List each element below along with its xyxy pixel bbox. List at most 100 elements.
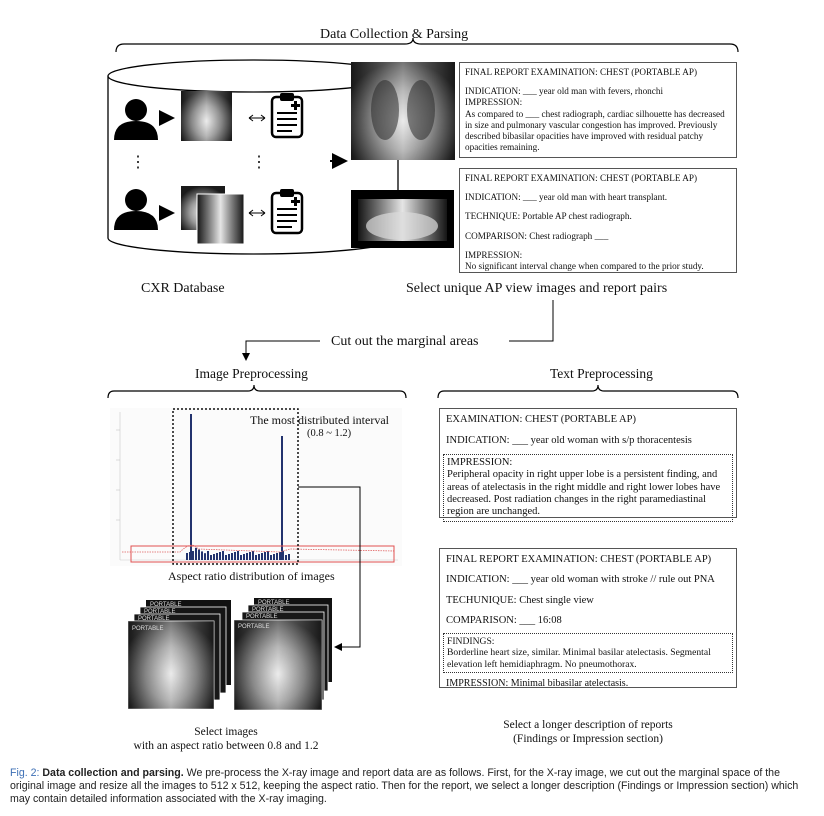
histogram-bar [228, 554, 230, 560]
report-card-1: FINAL REPORT EXAMINATION: CHEST (PORTABL… [459, 62, 737, 158]
histogram-bar [210, 555, 212, 560]
histogram-bar [195, 547, 197, 560]
histogram-bar [273, 554, 275, 560]
histogram-bar [222, 551, 224, 560]
histogram-bar-peak [190, 414, 192, 560]
report-technique: TECHNIQUE: Portable AP chest radiograph. [465, 211, 632, 222]
ellipsis-right: ⋮ [251, 154, 267, 171]
selected-xray-stack-left: PORTABLE PORTABLE PORTABLE PORTABLE [127, 600, 231, 710]
histogram-bar [189, 552, 191, 560]
report-header: FINAL REPORT EXAMINATION: CHEST (PORTABL… [465, 67, 698, 77]
xray-ap-image-2 [351, 190, 454, 248]
cxr-database-cylinder [107, 59, 399, 255]
brace-text-pre [437, 384, 739, 399]
report-impression-label: IMPRESSION: [465, 249, 523, 260]
svg-text:PORTABLE: PORTABLE [258, 600, 289, 606]
tp-findings-highlight: FINDINGS: Borderline heart size, similar… [443, 632, 733, 674]
title-image-preprocessing: Image Preprocessing [195, 366, 308, 381]
interval-label: (0.8 ~ 1.2) [307, 428, 352, 439]
title-select-pairs: Select unique AP view images and report … [406, 281, 668, 296]
tp-technique: TECHUNIQUE: Chest single view [446, 594, 594, 606]
histogram-bar [207, 551, 209, 560]
histogram-bar [279, 552, 281, 560]
histogram-bar [192, 551, 194, 560]
histogram-bar [204, 553, 206, 560]
histogram-bar [234, 552, 236, 560]
figure-caption-bold: Data collection and parsing. [42, 767, 184, 779]
ellipsis-left: ⋮ [130, 154, 146, 171]
histogram-bar [282, 551, 284, 560]
brace-image-pre [107, 384, 407, 399]
select-images-caption: Select images with an aspect ratio betwe… [0, 725, 452, 753]
tp-impression-label: IMPRESSION: [447, 456, 513, 468]
selected-xray-stack-right: PORTABLE PORTABLE PORTABLE PORTABLE [233, 598, 332, 711]
tp-impression: IMPRESSION: Minimal bibasilar atelectasi… [446, 678, 629, 690]
title-data-collection: Data Collection & Parsing [320, 27, 469, 42]
brace-data-collection [115, 37, 739, 53]
histogram-bar [186, 553, 188, 560]
histogram-bar [267, 551, 269, 560]
report-indication: INDICATION: ___ year old man with heart … [465, 192, 668, 203]
histogram-bar [276, 553, 278, 560]
svg-text:PORTABLE: PORTABLE [138, 616, 169, 622]
title-cxr-database: CXR Database [141, 281, 225, 296]
histogram-bar [246, 553, 248, 560]
tp-impression: Peripheral opacity in right upper lobe i… [447, 469, 721, 518]
user-icon [114, 99, 158, 140]
histogram-bar [264, 552, 266, 560]
histogram-bar [198, 549, 200, 560]
tp-comparison: COMPARISON: ___ 16:08 [446, 615, 562, 627]
text-preprocess-box-1: EXAMINATION: CHEST (PORTABLE AP) INDICAT… [439, 408, 737, 522]
histogram-bar-peak [281, 436, 283, 560]
histogram-bar [225, 555, 227, 560]
histogram-bar [243, 554, 245, 560]
svg-text:PORTABLE: PORTABLE [132, 626, 163, 632]
histogram-bar [201, 551, 203, 560]
xray-ap-image-1 [351, 62, 455, 160]
clipboard-report-icon [270, 93, 304, 139]
histogram-bar [270, 555, 272, 560]
title-cut-out: Cut out the marginal areas [331, 334, 479, 349]
user-icon [114, 189, 158, 230]
histogram-bar [237, 551, 239, 560]
tp-indication: INDICATION: ___ year old woman with stro… [446, 574, 715, 586]
aspect-dist-label: Aspect ratio distribution of images [168, 569, 335, 583]
select-images-line1: Select images [194, 726, 258, 738]
histogram-bar [219, 552, 221, 560]
histogram-bar [255, 555, 257, 560]
histogram-bar [231, 553, 233, 560]
report-comparison: COMPARISON: Chest radiograph ___ [465, 230, 609, 241]
figure-caption: Fig. 2: Data collection and parsing. We … [10, 767, 816, 806]
histogram-bar [216, 553, 218, 560]
histogram-bar [249, 552, 251, 560]
most-distributed-label: The most distributed interval [250, 413, 389, 427]
svg-text:PORTABLE: PORTABLE [252, 607, 283, 613]
report-header: FINAL REPORT EXAMINATION: CHEST (PORTABL… [465, 173, 698, 183]
svg-text:PORTABLE: PORTABLE [150, 602, 181, 608]
report-impression: No significant interval change when comp… [465, 261, 704, 272]
tp-indication: INDICATION: ___ year old woman with s/p … [446, 435, 692, 447]
tp-findings-label: FINDINGS: [447, 635, 495, 647]
clipboard-report-icon [270, 189, 304, 235]
svg-text:PORTABLE: PORTABLE [238, 624, 269, 630]
select-images-line2: with an aspect ratio between 0.8 and 1.2 [133, 740, 319, 752]
report-card-2: FINAL REPORT EXAMINATION: CHEST (PORTABL… [459, 168, 737, 273]
histogram-bar [258, 554, 260, 560]
report-impression: As compared to ___ chest radiograph, car… [465, 108, 725, 153]
figure-label: Fig. 2: [10, 767, 40, 779]
svg-text:PORTABLE: PORTABLE [144, 609, 175, 615]
report-impression-label: IMPRESSION: [465, 97, 523, 108]
svg-text:PORTABLE: PORTABLE [246, 614, 277, 620]
histogram-bar [213, 554, 215, 560]
select-longer-line1: Select a longer description of reports [503, 719, 673, 731]
select-longer-line2: (Findings or Impression section) [513, 733, 663, 745]
histogram-bar [288, 554, 290, 560]
histogram-bar [261, 553, 263, 560]
histogram-bar [240, 555, 242, 560]
figure-caption-text: We pre-process the X-ray image and repor… [10, 767, 799, 805]
tp-impression-highlight: IMPRESSION: Peripheral opacity in right … [443, 453, 733, 522]
select-longer-caption: Select a longer description of reports (… [440, 718, 736, 746]
tp-findings: Borderline heart size, similar. Minimal … [447, 647, 711, 670]
tp-header: FINAL REPORT EXAMINATION: CHEST (PORTABL… [446, 554, 712, 565]
